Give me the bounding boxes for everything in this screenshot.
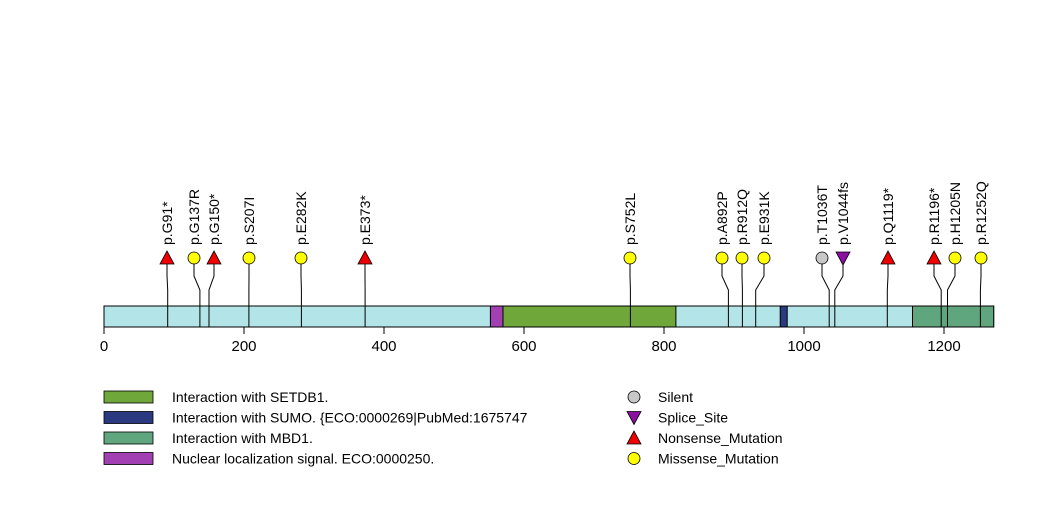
mutation-stem (979, 258, 982, 327)
legend-label-mutation: Splice_Site (658, 410, 728, 426)
mutation-label: p.V1044fs (835, 182, 851, 245)
legend-icon-nonsense_mutation (626, 430, 642, 445)
mutation-head-missense_mutation (948, 251, 962, 265)
mutation-label: p.R912Q (734, 189, 750, 245)
mutation-label: p.G137R (186, 189, 202, 245)
mutation-head-nonsense_mutation (926, 250, 942, 265)
legend-icon-splice_site (626, 411, 642, 426)
mutation-label: p.Q1119* (880, 187, 896, 245)
x-tick-label: 400 (371, 338, 396, 355)
mutation-head-missense_mutation (974, 251, 988, 265)
legend-label-domain: Interaction with SUMO. {ECO:0000269|PubM… (172, 410, 528, 426)
domain-0 (502, 305, 677, 328)
mutation-stem (947, 258, 956, 327)
mutation-stem (933, 258, 942, 327)
legend-label-domain: Nuclear localization signal. ECO:0000250… (172, 451, 434, 467)
mutation-label: p.E282K (293, 191, 309, 245)
legend-label-mutation: Nonsense_Mutation (658, 430, 783, 446)
mutation-label: p.H1205N (947, 182, 963, 245)
mutation-head-nonsense_mutation (357, 250, 373, 265)
x-tick-label: 800 (651, 338, 676, 355)
x-tick-label: 0 (100, 338, 108, 355)
mutation-label: p.A892P (714, 191, 730, 245)
legend-swatch-domain (103, 431, 154, 445)
legend-icon-silent (627, 390, 641, 404)
legend-swatch-domain (103, 452, 154, 465)
legend-icon-missense_mutation (627, 452, 641, 465)
mutation-head-missense_mutation (735, 251, 749, 265)
mutation-label: p.G91* (159, 201, 175, 245)
mutation-label: p.E931K (756, 191, 772, 245)
mutation-stem (721, 258, 729, 327)
mutation-head-splice_site (835, 251, 851, 266)
mutation-head-silent (815, 251, 829, 265)
mutation-head-missense_mutation (715, 251, 729, 265)
mutation-head-missense_mutation (242, 251, 256, 265)
mutation-head-missense_mutation (623, 251, 637, 265)
legend-label-domain: Interaction with SETDB1. (172, 389, 328, 405)
mutation-stem (193, 258, 201, 327)
mutation-stem (886, 258, 889, 327)
mutation-label: p.R1196* (926, 187, 942, 245)
mutation-label: p.S752L (622, 193, 638, 245)
mutation-label: p.E373* (357, 195, 373, 245)
legend-label-mutation: Missense_Mutation (658, 451, 779, 467)
mutation-stem (166, 258, 169, 327)
mutation-stem (834, 258, 844, 327)
mutation-head-missense_mutation (187, 251, 201, 265)
x-tick-label: 1200 (927, 338, 960, 355)
domain-1 (779, 305, 788, 328)
mutation-label: p.R1252Q (973, 181, 989, 245)
mutation-stem (821, 258, 830, 327)
legend-label-mutation: Silent (658, 389, 693, 405)
mutation-head-nonsense_mutation (206, 250, 222, 265)
mutation-label: p.T1036T (814, 185, 830, 245)
legend-swatch-domain (103, 411, 154, 424)
mutation-head-nonsense_mutation (159, 250, 175, 265)
mutation-stem (755, 258, 765, 327)
mutation-label: p.G150* (206, 193, 222, 245)
mutation-label: p.S207I (241, 197, 257, 245)
x-tick-label: 200 (231, 338, 256, 355)
mutation-head-missense_mutation (294, 251, 308, 265)
domain-3 (489, 305, 504, 328)
x-tick-label: 600 (511, 338, 536, 355)
legend-label-domain: Interaction with MBD1. (172, 430, 313, 446)
legend-swatch-domain (103, 390, 154, 404)
mutation-stem (208, 258, 215, 327)
mutation-head-nonsense_mutation (880, 250, 896, 265)
domain-2 (912, 305, 995, 328)
mutation-head-missense_mutation (757, 251, 771, 265)
x-tick-label: 1000 (787, 338, 820, 355)
